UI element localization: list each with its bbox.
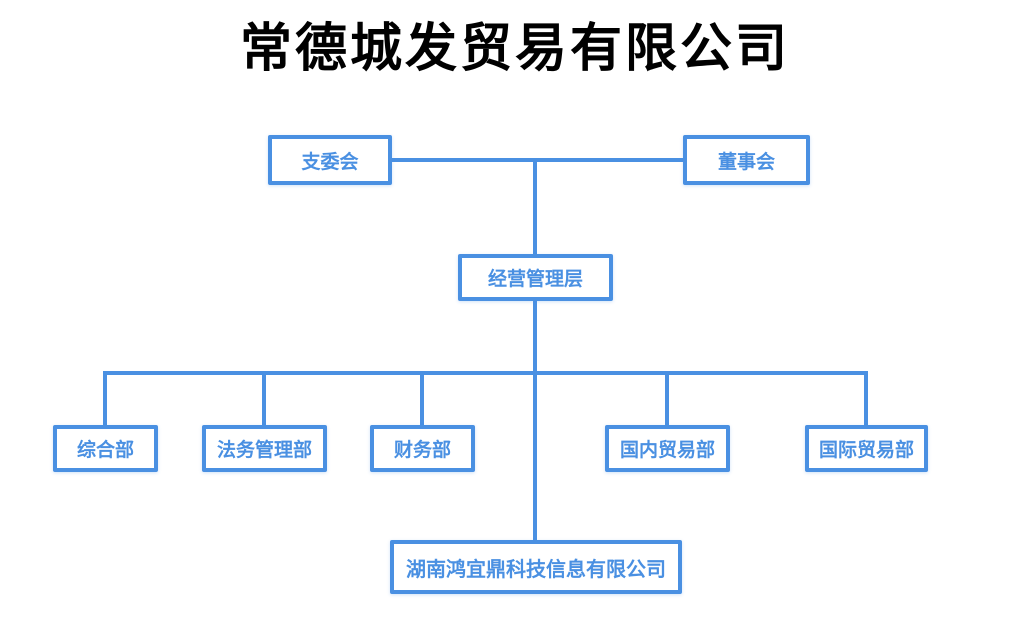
connector-center-upper xyxy=(533,158,537,256)
node-domestic-trade-dept: 国内贸易部 xyxy=(605,425,730,472)
page-title: 常德城发贸易有限公司 xyxy=(239,21,790,78)
connector-center-lower xyxy=(533,299,537,542)
connector-top-horizontal xyxy=(390,158,685,162)
node-board-of-directors: 董事会 xyxy=(683,135,810,185)
node-legal-dept: 法务管理部 xyxy=(202,425,327,472)
node-branch-committee: 支委会 xyxy=(268,135,392,185)
connector-drop-finance-dept xyxy=(420,371,424,427)
node-subsidiary-company: 湖南鸿宜鼎科技信息有限公司 xyxy=(390,540,682,594)
connector-drop-general-dept xyxy=(103,371,107,427)
connector-distribution-horizontal xyxy=(103,371,868,375)
connector-drop-legal-dept xyxy=(262,371,266,427)
node-general-dept: 综合部 xyxy=(53,425,158,472)
connector-drop-domestic-trade-dept xyxy=(665,371,669,427)
connector-drop-international-trade-dept xyxy=(864,371,868,427)
node-international-trade-dept: 国际贸易部 xyxy=(805,425,928,472)
node-management: 经营管理层 xyxy=(458,254,613,301)
node-finance-dept: 财务部 xyxy=(370,425,475,472)
